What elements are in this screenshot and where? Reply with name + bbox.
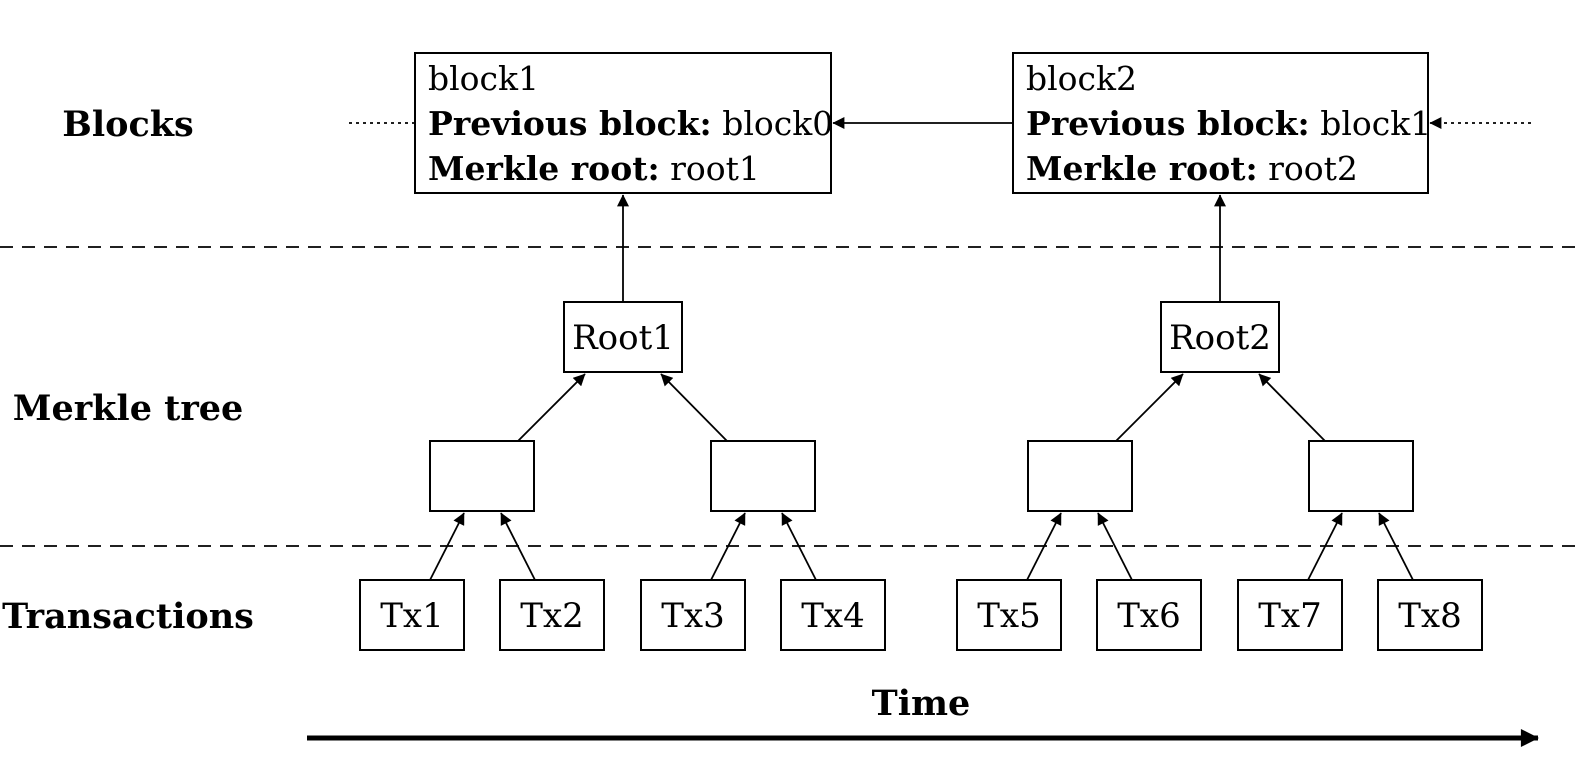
time-label: Time — [872, 683, 971, 724]
block-1-root-value: root1 — [670, 149, 760, 188]
tx-7-box — [1237, 579, 1343, 651]
hash3-to-root2-arrow — [1115, 373, 1184, 442]
row-label-blocks: Blocks — [62, 104, 194, 145]
merkle-root-1: Root1 — [563, 301, 683, 373]
block-2-prev-value: block1 — [1320, 104, 1431, 143]
transaction-node: Tx6 — [1096, 579, 1202, 651]
transaction-node: Tx3 — [640, 579, 746, 651]
row-label-merkle-tree: Merkle tree — [13, 388, 244, 429]
tx8-to-hash4-arrow — [1378, 512, 1414, 581]
tx-8-box — [1377, 579, 1483, 651]
block-2: block2 Previous block: block1 Merkle roo… — [1012, 52, 1431, 194]
root-1-label: Root1 — [572, 318, 674, 358]
block-2-name: block2 — [1026, 59, 1137, 98]
block-1: block1 Previous block: block0 Merkle roo… — [414, 52, 833, 194]
tx3-to-hash2-arrow — [710, 512, 746, 581]
tx-6-box — [1096, 579, 1202, 651]
transaction-node: Tx1 — [359, 579, 465, 651]
transaction-node: Tx7 — [1237, 579, 1343, 651]
hash-node-4 — [1308, 440, 1414, 512]
root-1-box — [563, 301, 683, 373]
block-2-prev-line: Previous block: block1 — [1026, 104, 1431, 143]
tx1-to-hash1-arrow — [429, 512, 465, 581]
hash-node-1 — [429, 440, 535, 512]
hash1-to-root1-arrow — [517, 373, 586, 442]
tx-3-label: Tx3 — [661, 596, 724, 636]
tx-8-label: Tx8 — [1398, 596, 1461, 636]
transaction-node: Tx5 — [956, 579, 1062, 651]
transaction-node: Tx8 — [1377, 579, 1483, 651]
root-2-label: Root2 — [1169, 318, 1271, 358]
tx-5-box — [956, 579, 1062, 651]
tx-1-box — [359, 579, 465, 651]
block-2-root-label: Merkle root: — [1026, 149, 1258, 188]
block-2-root-value: root2 — [1268, 149, 1358, 188]
block-1-prev-line: Previous block: block0 — [428, 104, 833, 143]
tx-4-box — [780, 579, 886, 651]
block-1-root-label: Merkle root: — [428, 149, 660, 188]
tx-7-label: Tx7 — [1258, 596, 1321, 636]
tx-6-label: Tx6 — [1117, 596, 1180, 636]
block-1-root-line: Merkle root: root1 — [428, 149, 760, 188]
tx-1-label: Tx1 — [380, 596, 443, 636]
tx-2-box — [499, 579, 605, 651]
transaction-node: Tx4 — [780, 579, 886, 651]
row-label-transactions: Transactions — [2, 596, 254, 637]
block-2-root-line: Merkle root: root2 — [1026, 149, 1358, 188]
block-1-prev-label: Previous block: — [428, 104, 712, 143]
block-1-prev-value: block0 — [722, 104, 833, 143]
hash4-to-root2-arrow — [1258, 373, 1326, 442]
tx-2-label: Tx2 — [520, 596, 583, 636]
tx4-to-hash2-arrow — [781, 512, 817, 581]
block-2-box — [1012, 52, 1429, 194]
block-1-name: block1 — [428, 59, 539, 98]
hash-node-3 — [1027, 440, 1133, 512]
tx-4-label: Tx4 — [801, 596, 864, 636]
hash-node-2 — [710, 440, 816, 512]
block-1-box — [414, 52, 832, 194]
tx-3-box — [640, 579, 746, 651]
hash2-to-root1-arrow — [660, 373, 728, 442]
tx-5-label: Tx5 — [977, 596, 1040, 636]
transaction-node: Tx2 — [499, 579, 605, 651]
merkle-root-2: Root2 — [1160, 301, 1280, 373]
root-2-box — [1160, 301, 1280, 373]
tx7-to-hash4-arrow — [1307, 512, 1343, 581]
block-2-prev-label: Previous block: — [1026, 104, 1310, 143]
tx6-to-hash3-arrow — [1097, 512, 1133, 581]
tx2-to-hash1-arrow — [500, 512, 536, 581]
tx5-to-hash3-arrow — [1026, 512, 1062, 581]
